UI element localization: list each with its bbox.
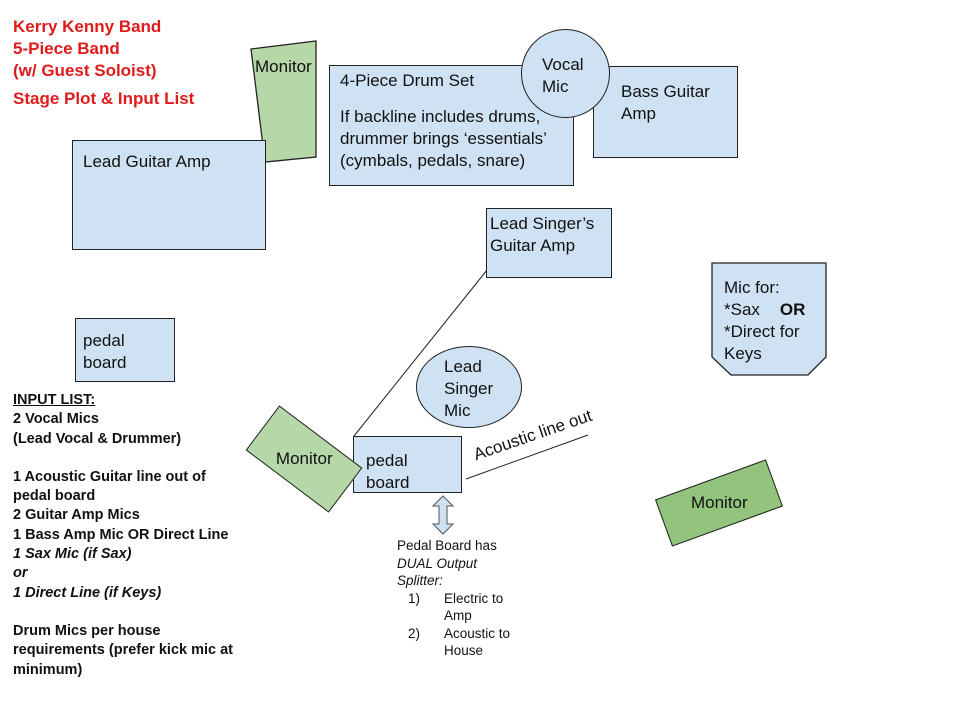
bass-guitar-amp: Bass Guitar Amp [593, 66, 738, 158]
sax-keys-label-3: *Direct for [724, 322, 800, 341]
vocal-mic: Vocal Mic [521, 29, 610, 118]
drum-set-note-3: (cymbals, pedals, snare) [340, 151, 526, 170]
lead-guitar-amp: Lead Guitar Amp [72, 140, 266, 250]
pedal-board-center-label-2: board [366, 473, 410, 492]
lead-guitar-amp-label: Lead Guitar Amp [83, 152, 211, 171]
pedal-board-left-label-2: board [83, 353, 127, 372]
lead-singer-amp-label-1: Lead Singer’s [490, 214, 595, 233]
guitar-cable [353, 269, 488, 437]
title-block: Kerry Kenny Band 5-Piece Band (w/ Guest … [13, 16, 194, 110]
pedal-note-line-1: Pedal Board has [397, 538, 497, 553]
pedal-note-line-2: DUAL Output [397, 555, 478, 571]
guest-soloist: (w/ Guest Soloist) [13, 61, 157, 80]
pedal-board-left: pedal board [75, 318, 175, 382]
input-line: 1 Acoustic Guitar line out of [13, 468, 206, 485]
pedal-board-center-label-1: pedal [366, 451, 408, 470]
lead-singer-mic-label-3: Mic [444, 401, 471, 420]
input-line: 1 Sax Mic (if Sax) [13, 546, 132, 563]
input-line: or [13, 565, 28, 582]
input-line: (Lead Vocal & Drummer) [13, 430, 182, 447]
band-size: 5-Piece Band [13, 39, 120, 58]
bass-amp-label-1: Bass Guitar [621, 82, 710, 101]
subtitle: Stage Plot & Input List [13, 89, 195, 108]
pedal-board-center: pedal board [353, 436, 462, 493]
input-line: Drum Mics per house [13, 622, 161, 639]
lead-singer-mic: Lead Singer Mic [416, 346, 522, 428]
lead-singer-guitar-amp: Lead Singer’s Guitar Amp [486, 208, 612, 278]
monitor-center-label: Monitor [275, 449, 333, 468]
sax-keys-mic-shape [711, 262, 827, 376]
input-line: 2 Guitar Amp Mics [13, 507, 140, 524]
pedal-board-left-label-1: pedal [83, 331, 125, 350]
sax-keys-label-2: *Sax [724, 300, 760, 319]
input-line: 1 Bass Amp Mic OR Direct Line [13, 526, 229, 543]
monitor-back-shape [250, 40, 317, 163]
monitor-right-label: Monitor [690, 493, 748, 512]
sax-keys-or: OR [779, 300, 806, 319]
lead-singer-amp-label-2: Guitar Amp [490, 236, 576, 255]
sax-keys-label-4: Keys [724, 344, 762, 363]
pedal-note: Pedal Board has DUAL Output Splitter: 1)… [397, 537, 510, 660]
input-line: pedal board [13, 488, 96, 505]
input-list-heading: INPUT LIST: [13, 392, 96, 408]
vocal-mic-label-1: Vocal [542, 55, 584, 74]
monitor-back-label: Monitor [255, 57, 312, 76]
input-line: 1 Direct Line (if Keys) [13, 584, 162, 601]
lead-singer-mic-label-2: Singer [444, 379, 494, 398]
lead-singer-mic-label-1: Lead [444, 357, 482, 376]
drum-set-note-2: drummer brings ‘essentials’ [340, 129, 547, 148]
bass-amp-label-2: Amp [621, 104, 656, 123]
input-line: minimum) [13, 661, 83, 678]
vocal-mic-label-2: Mic [542, 77, 569, 96]
double-arrow-icon [431, 495, 455, 535]
sax-keys-mic: Mic for: *Sax OR *Direct for Keys [724, 277, 805, 365]
input-list: INPUT LIST: 2 Vocal Mics (Lead Vocal & D… [13, 391, 233, 680]
drum-set-title: 4-Piece Drum Set [340, 71, 475, 90]
input-line: requirements (prefer kick mic at [13, 642, 234, 659]
sax-keys-label-1: Mic for: [724, 278, 780, 297]
input-line: 2 Vocal Mics [13, 411, 99, 428]
acoustic-line-out-cable [465, 434, 589, 480]
pedal-note-line-3: Splitter: [397, 573, 443, 588]
drum-set-note-1: If backline includes drums, [340, 107, 541, 126]
band-name: Kerry Kenny Band [13, 17, 162, 36]
